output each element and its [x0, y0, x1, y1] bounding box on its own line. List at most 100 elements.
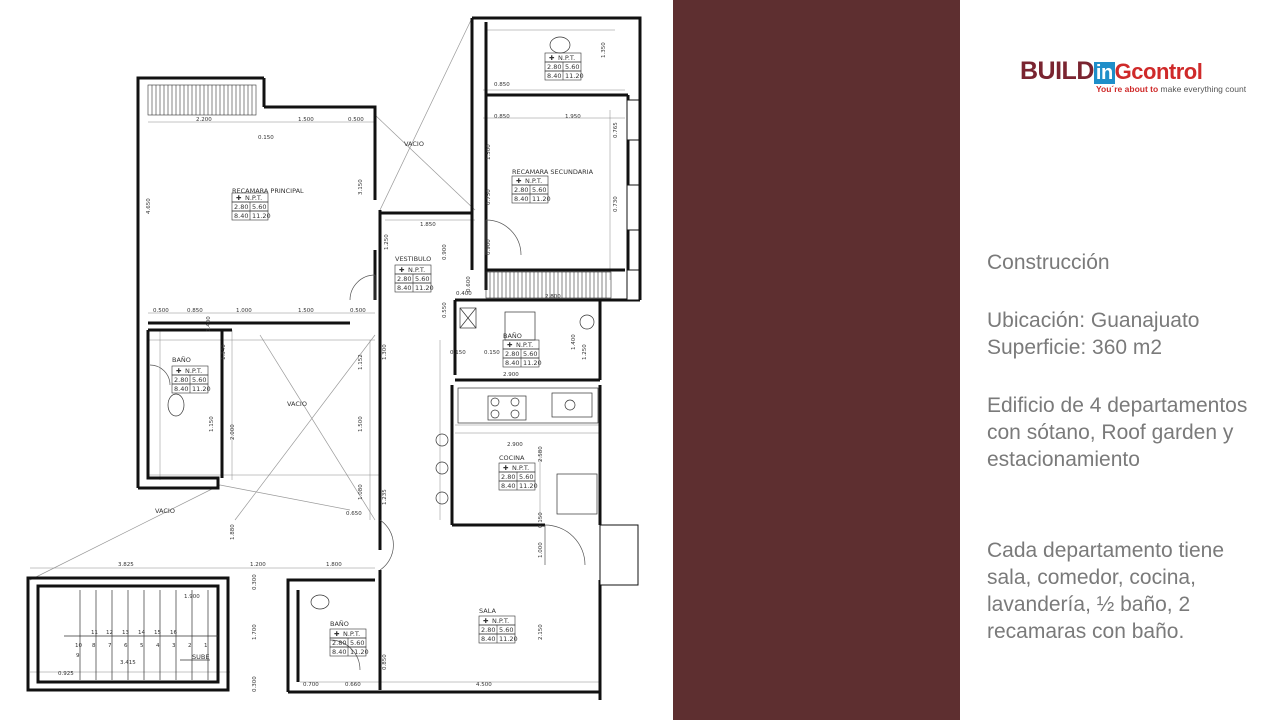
- svg-text:1.500: 1.500: [298, 308, 314, 314]
- svg-text:2.80: 2.80: [514, 186, 528, 194]
- svg-text:0.500: 0.500: [153, 308, 169, 314]
- svg-text:✚: ✚: [483, 617, 489, 625]
- room-label: VESTIBULO: [395, 255, 431, 263]
- svg-text:N.P.T.: N.P.T.: [343, 630, 360, 638]
- svg-text:N.P.T.: N.P.T.: [185, 367, 202, 375]
- svg-text:8.40: 8.40: [234, 212, 248, 220]
- svg-text:0.150: 0.150: [450, 350, 466, 356]
- svg-text:0.150: 0.150: [484, 350, 500, 356]
- svg-text:11.20: 11.20: [565, 72, 584, 80]
- svg-text:1.340: 1.340: [221, 344, 227, 360]
- svg-text:✚: ✚: [176, 367, 182, 375]
- svg-text:10: 10: [75, 643, 82, 649]
- project-surface: Superficie: 360 m2: [987, 336, 1163, 359]
- room-label: BAÑO: [172, 355, 191, 364]
- svg-text:1.300: 1.300: [382, 344, 388, 360]
- svg-text:1.250: 1.250: [582, 344, 588, 360]
- svg-text:N.P.T.: N.P.T.: [558, 54, 575, 62]
- svg-text:1.350: 1.350: [601, 42, 607, 58]
- svg-text:✚: ✚: [507, 341, 513, 349]
- svg-text:0.900: 0.900: [442, 244, 448, 260]
- svg-text:13: 13: [122, 630, 129, 636]
- room-label: RECAMARA PRINCIPAL: [232, 187, 304, 195]
- svg-text:5: 5: [140, 643, 144, 649]
- svg-text:0.400: 0.400: [456, 291, 472, 297]
- svg-text:0.850: 0.850: [494, 114, 510, 120]
- svg-text:1.500: 1.500: [358, 416, 364, 432]
- svg-text:2.80: 2.80: [234, 203, 248, 211]
- fixtures: [64, 36, 599, 680]
- dimension-lines: [30, 29, 625, 683]
- svg-text:5.60: 5.60: [519, 473, 533, 481]
- floor-plan-drawing: RECAMARA PRINCIPAL RECAMARA SECUNDARIA V…: [26, 16, 642, 700]
- svg-text:0.150: 0.150: [258, 135, 274, 141]
- svg-text:1.000: 1.000: [538, 542, 544, 558]
- svg-text:2.80: 2.80: [481, 626, 495, 634]
- svg-text:5.60: 5.60: [499, 626, 513, 634]
- svg-text:5.60: 5.60: [192, 376, 206, 384]
- svg-text:0.300: 0.300: [252, 574, 258, 590]
- svg-text:2.900: 2.900: [507, 442, 523, 448]
- svg-text:4.500: 4.500: [476, 682, 492, 688]
- svg-text:0.765: 0.765: [613, 122, 619, 138]
- svg-text:5.60: 5.60: [350, 639, 364, 647]
- svg-text:5.60: 5.60: [565, 63, 579, 71]
- svg-text:1.150: 1.150: [209, 416, 215, 432]
- svg-text:3: 3: [172, 643, 176, 649]
- svg-text:4.650: 4.650: [146, 198, 152, 214]
- svg-text:5.60: 5.60: [532, 186, 546, 194]
- windows: [599, 99, 640, 586]
- svg-text:✚: ✚: [334, 630, 340, 638]
- project-description: Edificio de 4 departamentos con sótano, …: [987, 394, 1248, 471]
- decorative-band: [673, 0, 960, 720]
- svg-text:1: 1: [204, 643, 208, 649]
- svg-text:0.500: 0.500: [350, 308, 366, 314]
- void-label: VACIO: [404, 140, 424, 148]
- svg-text:12: 12: [106, 630, 113, 636]
- svg-text:0.550: 0.550: [442, 302, 448, 318]
- project-details: Cada departamento tiene sala, comedor, c…: [987, 539, 1224, 643]
- svg-text:11.20: 11.20: [350, 648, 369, 656]
- svg-text:15: 15: [154, 630, 161, 636]
- room-label: COCINA: [499, 454, 525, 462]
- svg-text:✚: ✚: [399, 266, 405, 274]
- svg-text:8.40: 8.40: [547, 72, 561, 80]
- svg-text:2: 2: [188, 643, 192, 649]
- svg-text:1.900: 1.900: [184, 594, 200, 600]
- svg-text:N.P.T.: N.P.T.: [525, 177, 542, 185]
- svg-text:2.900: 2.900: [503, 372, 519, 378]
- svg-text:5.60: 5.60: [523, 350, 537, 358]
- svg-text:11.20: 11.20: [192, 385, 211, 393]
- svg-text:9: 9: [76, 653, 80, 659]
- svg-text:✚: ✚: [236, 194, 242, 202]
- logo-tagline: You´re about to make everything count: [1096, 84, 1247, 94]
- svg-text:2.80: 2.80: [174, 376, 188, 384]
- svg-text:8.40: 8.40: [501, 482, 515, 490]
- svg-text:11: 11: [91, 630, 98, 636]
- void-lines: [29, 17, 476, 581]
- svg-text:11.20: 11.20: [519, 482, 538, 490]
- svg-text:✚: ✚: [516, 177, 522, 185]
- stair-numbers: 10 11 12 13 14 15 16 9 8 7 6 5 4 3 2 1: [75, 630, 208, 659]
- svg-text:8.40: 8.40: [514, 195, 528, 203]
- svg-text:0.150: 0.150: [538, 512, 544, 528]
- svg-text:0.750: 0.750: [486, 189, 492, 205]
- svg-text:0.850: 0.850: [382, 654, 388, 670]
- svg-text:2.800: 2.800: [545, 294, 561, 300]
- svg-text:0.300: 0.300: [252, 676, 258, 692]
- project-title: Construcción: [987, 251, 1110, 274]
- svg-text:2.150: 2.150: [538, 624, 544, 640]
- svg-text:N.P.T.: N.P.T.: [516, 341, 533, 349]
- svg-text:8: 8: [92, 643, 96, 649]
